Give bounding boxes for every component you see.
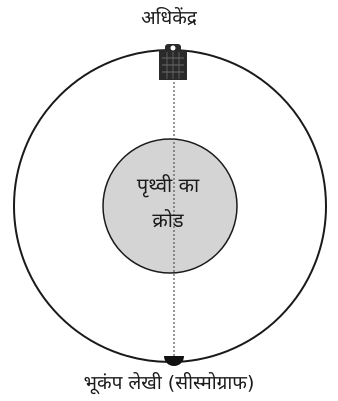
core-label: पृथ्वी का क्रोड xyxy=(98,168,238,238)
dot-icon xyxy=(164,356,184,366)
seismograph-label: भूकंप लेखी (सीस्मोग्राफ) xyxy=(0,369,338,395)
epicenter-label: अधिकेंद्र xyxy=(0,4,338,30)
core-label-line1: पृथ्वी का xyxy=(98,168,238,203)
core-label-line2: क्रोड xyxy=(98,203,238,238)
